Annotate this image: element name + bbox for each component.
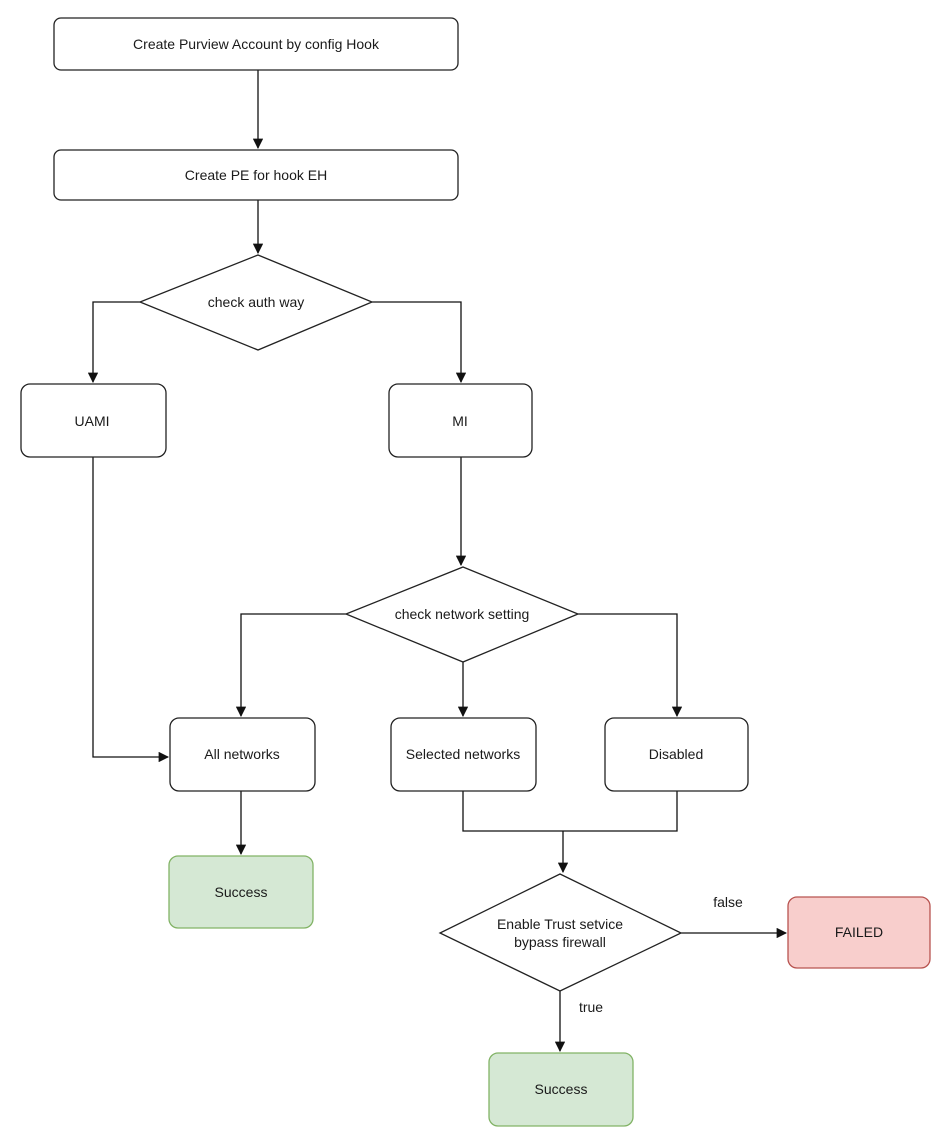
edge-label-true: true: [579, 999, 603, 1015]
node-create-pe-label: Create PE for hook EH: [185, 167, 327, 183]
decision-check-auth-label: check auth way: [208, 294, 305, 310]
node-create-account: Create Purview Account by config Hook: [53, 17, 459, 71]
node-failed: FAILED: [787, 896, 931, 969]
node-mi: MI: [388, 383, 533, 458]
edges: [87, 70, 788, 1053]
node-success-bottom: Success: [488, 1052, 634, 1127]
node-uami-label: UAMI: [75, 413, 110, 429]
edge-uami-to-all: [92, 457, 170, 763]
node-selected-networks-label: Selected networks: [406, 746, 520, 762]
edge-selected-merge: [462, 791, 678, 832]
node-uami: UAMI: [20, 383, 167, 458]
edge-network-to-all: [235, 613, 346, 718]
node-create-account-label: Create Purview Account by config Hook: [133, 36, 380, 52]
decision-trust-service-label-line2: bypass firewall: [514, 934, 606, 950]
node-disabled-label: Disabled: [649, 746, 703, 762]
node-success-bottom-label: Success: [535, 1081, 588, 1097]
node-selected-networks: Selected networks: [390, 717, 537, 792]
node-all-networks: All networks: [169, 717, 316, 792]
decision-check-network-label: check network setting: [395, 606, 530, 622]
node-success-left: Success: [168, 855, 314, 929]
edge-network-to-disabled: [578, 613, 683, 718]
decision-trust-service-label-line1: Enable Trust setvice: [497, 916, 623, 932]
edge-auth-to-uami: [87, 301, 140, 384]
node-success-left-label: Success: [215, 884, 268, 900]
edge-auth-to-mi: [372, 301, 467, 384]
node-create-pe: Create PE for hook EH: [53, 149, 459, 201]
decision-check-auth: check auth way: [138, 254, 374, 351]
node-disabled: Disabled: [604, 717, 749, 792]
node-mi-label: MI: [452, 413, 468, 429]
node-all-networks-label: All networks: [204, 746, 279, 762]
node-failed-label: FAILED: [835, 924, 883, 940]
decision-trust-service: Enable Trust setvice bypass firewall: [438, 873, 683, 992]
edge-label-false: false: [713, 894, 743, 910]
decision-check-network: check network setting: [344, 566, 580, 663]
